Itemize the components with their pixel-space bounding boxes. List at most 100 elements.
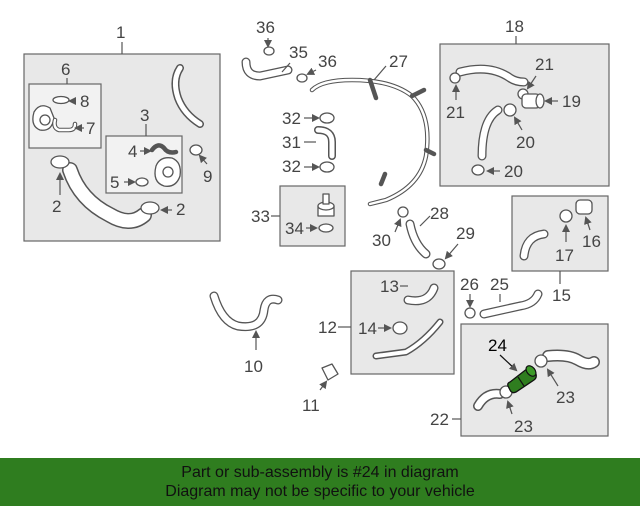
label-20b[interactable]: 20 <box>504 162 523 181</box>
label-15[interactable]: 15 <box>552 286 571 305</box>
label-1[interactable]: 1 <box>116 23 125 42</box>
label-21a[interactable]: 21 <box>446 103 465 122</box>
part-20-clamp-b[interactable] <box>471 164 485 176</box>
part-17-clamp[interactable] <box>559 209 573 223</box>
label-4[interactable]: 4 <box>128 142 137 161</box>
label-28[interactable]: 28 <box>430 204 449 223</box>
label-23b[interactable]: 23 <box>514 417 533 436</box>
part-hose-main[interactable] <box>62 162 152 229</box>
banner-line-1: Part or sub-assembly is #24 in diagram <box>181 464 459 481</box>
group-22: 22 23 23 24 <box>430 323 609 437</box>
label-2a[interactable]: 2 <box>52 197 61 216</box>
label-3[interactable]: 3 <box>140 106 149 125</box>
part-36-clamp-b[interactable] <box>296 73 308 83</box>
label-21b[interactable]: 21 <box>535 55 554 74</box>
label-9[interactable]: 9 <box>203 167 212 186</box>
part-18-lower-hose[interactable] <box>477 105 503 161</box>
label-33[interactable]: 33 <box>251 207 270 226</box>
label-2b[interactable]: 2 <box>176 200 185 219</box>
label-29[interactable]: 29 <box>456 224 475 243</box>
label-35[interactable]: 35 <box>289 43 308 62</box>
label-26[interactable]: 26 <box>460 275 479 294</box>
part-32-clamp-a[interactable] <box>319 112 335 124</box>
part-35-hose[interactable] <box>241 57 293 81</box>
label-6[interactable]: 6 <box>61 60 70 79</box>
part-6-housing[interactable] <box>32 105 55 131</box>
label-36b[interactable]: 36 <box>318 52 337 71</box>
part-22-upper-hose[interactable] <box>542 349 600 370</box>
label-23a[interactable]: 23 <box>556 388 575 407</box>
part-25-hose[interactable] <box>479 289 543 319</box>
label-19[interactable]: 19 <box>562 92 581 111</box>
group-12: 12 13 14 <box>318 270 455 375</box>
label-24[interactable]: 24 <box>488 336 507 355</box>
label-31[interactable]: 31 <box>282 133 301 152</box>
part-31-hose[interactable] <box>314 126 336 160</box>
part-26-clamp[interactable] <box>464 307 476 319</box>
label-32a[interactable]: 32 <box>282 109 301 128</box>
label-30[interactable]: 30 <box>372 231 391 250</box>
part-20-clamp-a[interactable] <box>503 103 517 117</box>
part-12-pipe-assembly[interactable] <box>372 318 444 360</box>
part-3-thermostat[interactable] <box>154 157 181 187</box>
part-33-valve[interactable] <box>317 193 335 217</box>
part-2-clamp-left[interactable] <box>50 155 70 195</box>
label-5[interactable]: 5 <box>110 173 119 192</box>
part-27-metal-pipe[interactable] <box>309 77 437 207</box>
part-upper-hose[interactable] <box>171 64 204 128</box>
label-22[interactable]: 22 <box>430 410 449 429</box>
part-23-clamp-a[interactable] <box>534 354 548 368</box>
group-18-box <box>439 43 610 187</box>
group-25-26: 26 25 <box>460 275 543 319</box>
label-34[interactable]: 34 <box>285 219 304 238</box>
label-12[interactable]: 12 <box>318 318 337 337</box>
label-7[interactable]: 7 <box>86 119 95 138</box>
info-banner: Part or sub-assembly is #24 in diagram D… <box>0 458 640 506</box>
part-21-clamp-a[interactable] <box>449 72 461 84</box>
part-29-clamp[interactable] <box>432 258 446 270</box>
part-8-oring[interactable] <box>52 95 76 105</box>
part-15-hose[interactable] <box>519 229 549 261</box>
part-7-pipe[interactable] <box>52 117 85 133</box>
part-28-hose[interactable] <box>405 219 431 259</box>
group-31-32: 32 31 32 <box>282 109 336 176</box>
part-34-seal[interactable] <box>318 223 334 233</box>
part-14-clamp[interactable] <box>392 321 408 335</box>
group-10-11: 10 11 <box>209 291 339 415</box>
part-9-clamp[interactable] <box>189 144 208 165</box>
part-19-connector[interactable] <box>521 93 558 109</box>
part-5-oring[interactable] <box>135 177 149 187</box>
part-18-upper-hose[interactable] <box>455 64 529 87</box>
label-27[interactable]: 27 <box>389 52 408 71</box>
group-1: 1 6 8 7 3 4 5 <box>23 23 221 242</box>
label-18[interactable]: 18 <box>505 17 524 36</box>
parts-diagram: 1 6 8 7 3 4 5 <box>23 17 610 437</box>
part-10-hose[interactable] <box>209 291 283 332</box>
part-11-bracket[interactable] <box>319 363 339 391</box>
label-36a[interactable]: 36 <box>256 18 275 37</box>
label-8[interactable]: 8 <box>80 92 89 111</box>
part-24-highlighted[interactable] <box>507 364 538 394</box>
label-32b[interactable]: 32 <box>282 157 301 176</box>
group-33: 33 34 <box>251 185 346 247</box>
part-16-connector[interactable] <box>575 199 593 231</box>
banner-line-2: Diagram may not be specific to your vehi… <box>165 483 475 500</box>
group-18: 18 21 21 19 20 20 <box>439 17 610 187</box>
part-4-pipe[interactable] <box>149 143 179 155</box>
label-11[interactable]: 11 <box>302 396 320 415</box>
label-20a[interactable]: 20 <box>516 133 535 152</box>
group-28-30: 30 28 29 <box>372 204 475 270</box>
label-16[interactable]: 16 <box>582 232 601 251</box>
label-17[interactable]: 17 <box>555 246 574 265</box>
part-2-clamp-right[interactable] <box>140 201 172 215</box>
label-10[interactable]: 10 <box>244 357 263 376</box>
part-22-lower-hose[interactable] <box>473 388 505 411</box>
part-32-clamp-b[interactable] <box>319 161 335 173</box>
group-27: 36 35 36 27 <box>241 18 437 207</box>
label-14[interactable]: 14 <box>358 319 377 338</box>
label-25[interactable]: 25 <box>490 275 509 294</box>
part-13-hose[interactable] <box>403 283 439 306</box>
label-13[interactable]: 13 <box>380 277 399 296</box>
part-36-clamp-a[interactable] <box>263 46 275 56</box>
part-30-clamp[interactable] <box>397 206 409 218</box>
